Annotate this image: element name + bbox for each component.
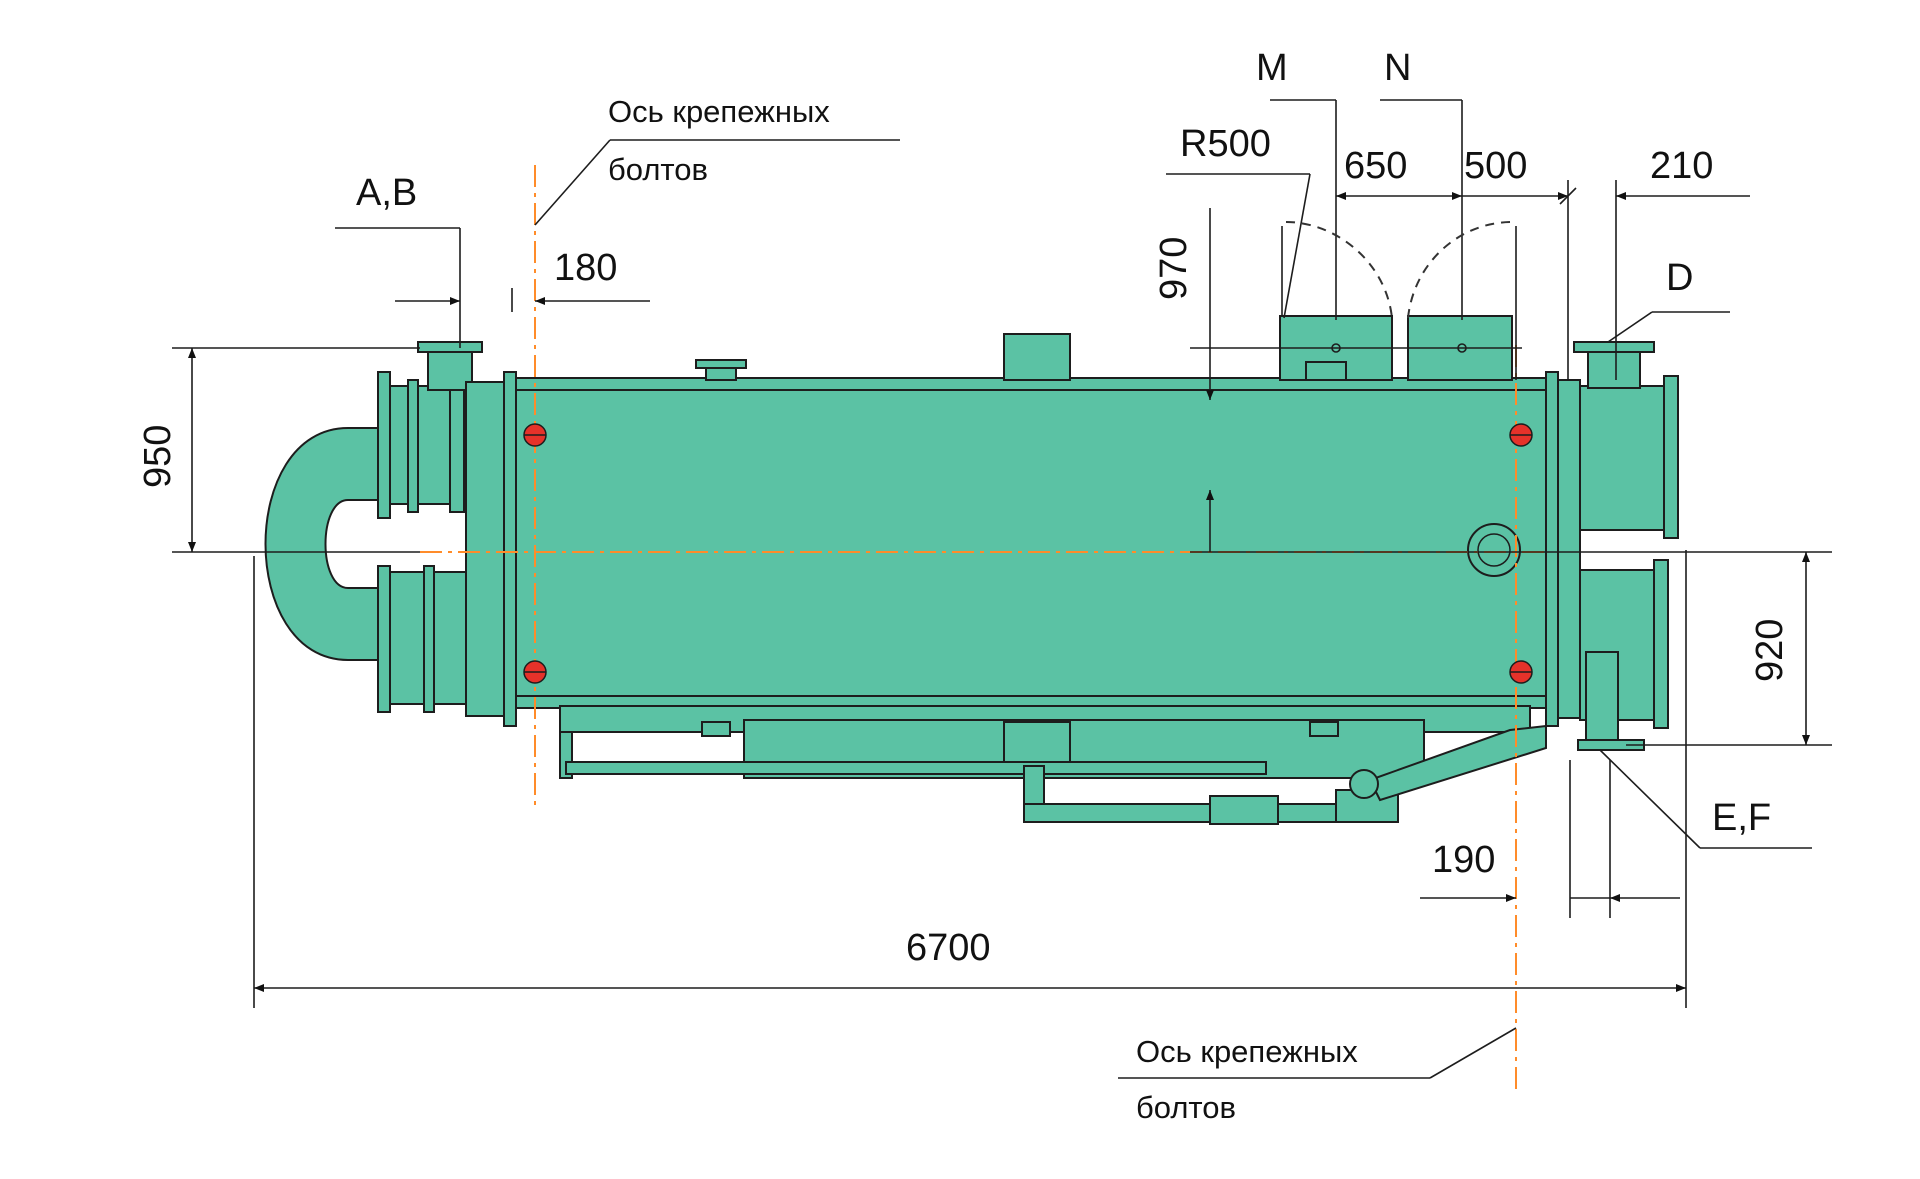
bolt-markers (523, 423, 1533, 684)
dim-190-label: 190 (1432, 839, 1495, 881)
dim-500-label: 500 (1464, 145, 1527, 187)
right-lower-flange (1653, 559, 1669, 729)
text-labels: Ось крепежных болтов Ось крепежных болто… (137, 47, 1791, 1125)
bolt-axis-bottom-line2: болтов (1136, 1090, 1236, 1125)
bottom-small-nozzle-left (701, 721, 731, 737)
dim-920-label: 920 (1749, 619, 1791, 682)
nozzle-d-pipe (1587, 349, 1641, 389)
left-upper-flange-b (449, 377, 465, 513)
heat-exchanger-body (264, 315, 1679, 825)
right-upper-spool (1579, 385, 1667, 531)
left-lower-flange-a (377, 565, 391, 713)
left-channel (465, 381, 507, 717)
nozzle-d-flange (1573, 341, 1655, 353)
port-ef-label: E,F (1712, 797, 1771, 839)
inspection-port (1467, 523, 1521, 577)
dim-180-label: 180 (554, 247, 617, 289)
bottom-small-nozzle-right (1309, 721, 1339, 737)
top-box (1003, 333, 1071, 381)
port-d-label: D (1666, 257, 1693, 299)
dim-970-label: 970 (1153, 237, 1195, 300)
right-upper-flange (1663, 375, 1679, 539)
bottom-box (1003, 721, 1071, 769)
dimension-lines (172, 99, 1832, 1079)
left-lower-flange-c (423, 565, 435, 713)
bolt-marker (523, 660, 547, 684)
nozzle-ef-pipe (1585, 651, 1619, 743)
bottom-long-pipe (1023, 803, 1351, 823)
bolt-axis-top-line1: Ось крепежных (608, 94, 830, 129)
main-shell (515, 377, 1547, 707)
radius-label: R500 (1180, 123, 1271, 165)
bolt-axis-top-line2: болтов (608, 152, 708, 187)
port-ab-label: A,B (356, 172, 417, 214)
bolt-marker (1509, 423, 1533, 447)
right-channel (1557, 379, 1581, 719)
radius-arc-left (1285, 221, 1393, 319)
bottom-manifold (1209, 795, 1279, 825)
left-upper-flange-a (377, 371, 391, 519)
bottom-diagonal-brace (1368, 724, 1547, 802)
box-m-bracket (1305, 361, 1347, 381)
dim-950-label: 950 (137, 425, 179, 488)
top-nozzle-small-flange (695, 359, 747, 369)
u-bend-pipe (264, 427, 379, 661)
left-upper-flange-c (407, 379, 419, 513)
port-m-label: M (1256, 47, 1288, 89)
left-upper-spool (389, 385, 451, 505)
dim-6700-label: 6700 (906, 927, 991, 969)
dim-210-label: 210 (1650, 145, 1713, 187)
dim-650-label: 650 (1344, 145, 1407, 187)
right-tubesheet (1545, 371, 1559, 727)
bolt-marker (523, 423, 547, 447)
bolt-marker (1509, 660, 1533, 684)
left-tubesheet (503, 371, 517, 727)
radius-arc-right (1407, 221, 1513, 319)
bottom-elbow (1349, 769, 1379, 799)
nozzle-ab-flange (417, 341, 483, 353)
bottom-pipe-horizontal (565, 761, 1267, 775)
port-n-label: N (1384, 47, 1411, 89)
bolt-axis-bottom-line1: Ось крепежных (1136, 1034, 1358, 1069)
